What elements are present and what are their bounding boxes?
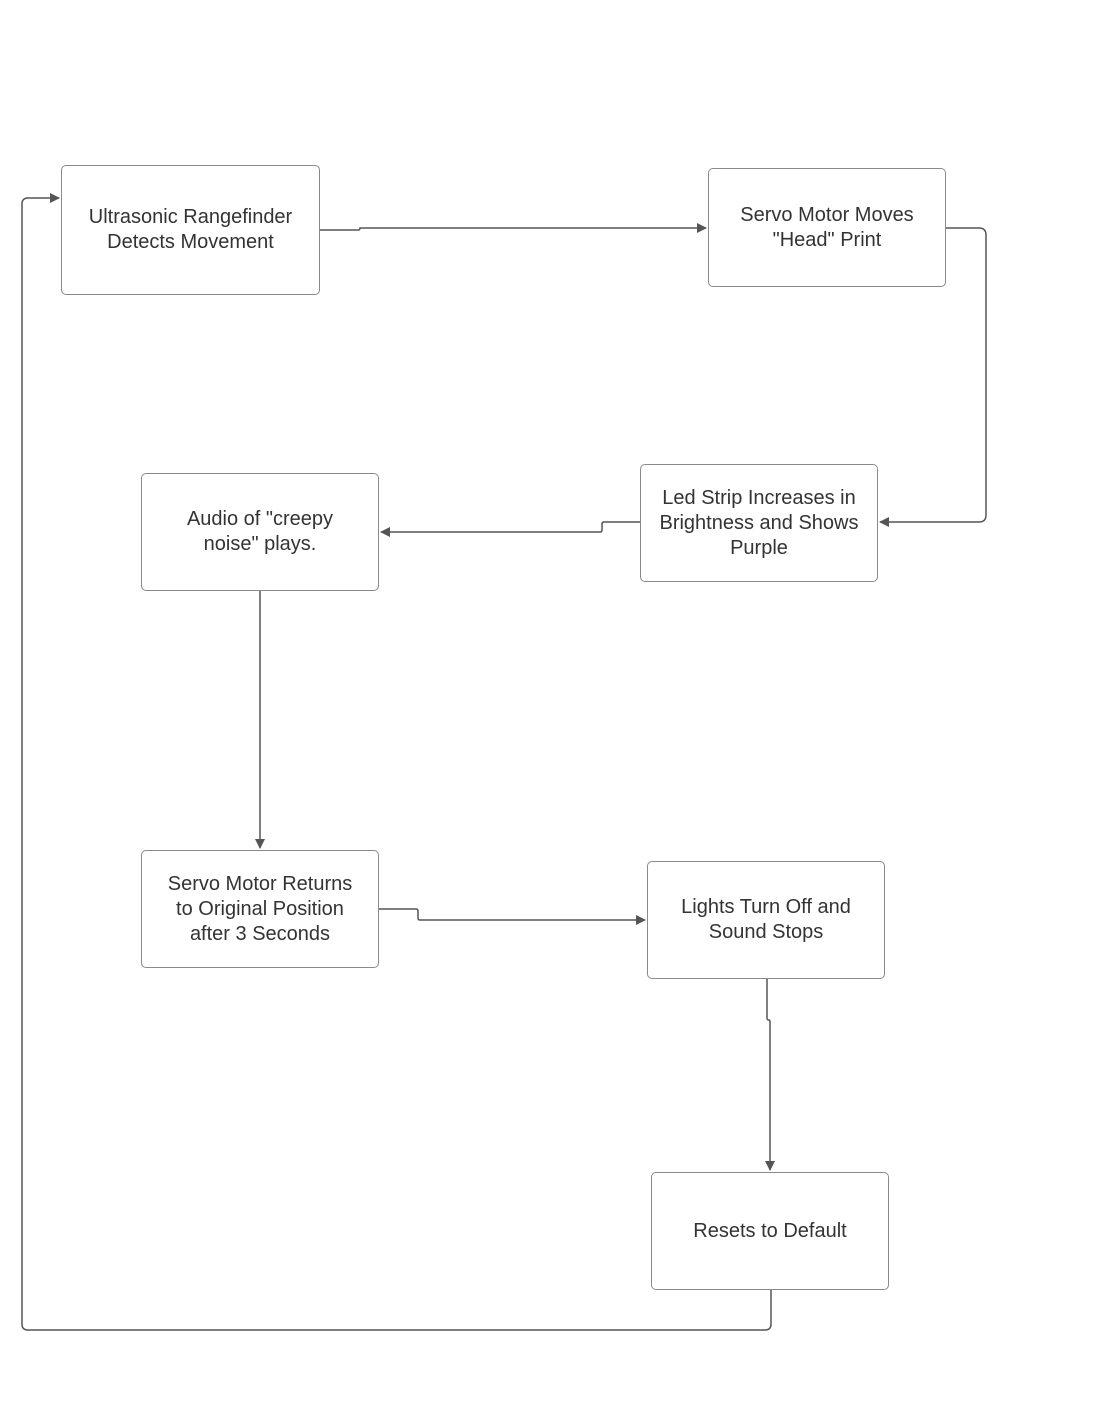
- node-reset-default: Resets to Default: [651, 1172, 889, 1290]
- edge-ledstrip-to-audio: [380, 521, 640, 537]
- edge-lights-off-to-reset: [765, 979, 775, 1171]
- node-label: Led Strip Increases in Brightness and Sh…: [659, 486, 859, 559]
- edge-reset-to-rangefinder: [21, 193, 772, 1331]
- node-servo-moves-head: Servo Motor Moves "Head" Print: [708, 168, 946, 287]
- node-label: Resets to Default: [693, 1219, 847, 1242]
- node-lights-off: Lights Turn Off and Sound Stops: [647, 861, 885, 979]
- node-label: Servo Motor Moves "Head" Print: [740, 203, 914, 251]
- edge-servo-to-ledstrip: [879, 227, 987, 527]
- node-label: Audio of "creepy noise" plays.: [186, 508, 334, 555]
- node-led-strip: Led Strip Increases in Brightness and Sh…: [640, 464, 878, 582]
- node-label: Servo Motor Returns to Original Position…: [167, 872, 353, 945]
- node-ultrasonic-rangefinder: Ultrasonic Rangefinder Detects Movement: [61, 165, 320, 295]
- node-servo-returns: Servo Motor Returns to Original Position…: [141, 850, 379, 968]
- node-label: Lights Turn Off and Sound Stops: [681, 896, 851, 943]
- node-audio-plays: Audio of "creepy noise" plays.: [141, 473, 379, 591]
- node-label: Ultrasonic Rangefinder Detects Movement: [88, 206, 293, 253]
- edge-servo-return-to-lights-off: [379, 908, 646, 925]
- edge-rangefinder-to-servo: [320, 223, 707, 233]
